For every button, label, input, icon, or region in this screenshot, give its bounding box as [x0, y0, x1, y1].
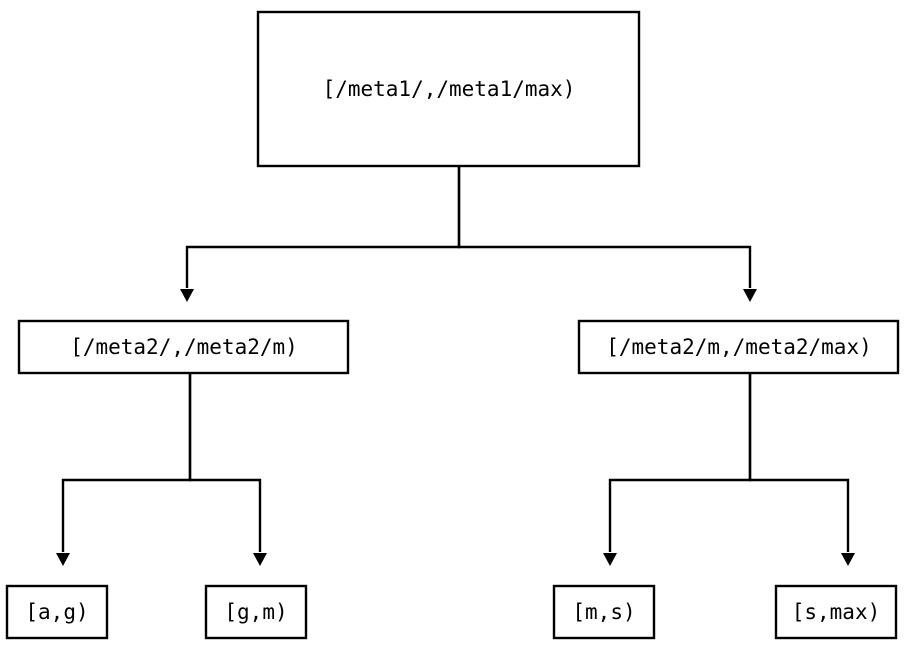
edge-root-to-mid-left	[185, 166, 461, 288]
node-mid-left-box[interactable]	[17, 319, 350, 375]
node-mid-right[interactable]: [/meta2/m,/meta2/max)	[577, 319, 900, 375]
edge-mid-left-to-leaf-g-m	[188, 373, 262, 552]
node-leaf-a-g[interactable]: [a,g)	[5, 584, 109, 640]
node-mid-right-box[interactable]	[577, 319, 900, 375]
node-leaf-m-s-label: [m,s)	[572, 600, 635, 624]
arrowhead-mid-left-to-leaf-g-m	[253, 553, 267, 566]
arrowhead-mid-left-to-leaf-a-g	[56, 553, 70, 566]
arrowhead-mid-right-to-leaf-s-max	[841, 553, 855, 566]
node-leaf-a-g-label: [a,g)	[25, 600, 88, 624]
node-leaf-g-m-label: [g,m)	[224, 600, 287, 624]
node-mid-left-label: [/meta2/,/meta2/m)	[70, 335, 298, 359]
arrowhead-root-to-mid-left	[180, 289, 194, 302]
edge-group	[56, 166, 855, 566]
node-leaf-a-g-box[interactable]	[5, 584, 109, 640]
node-leaf-g-m[interactable]: [g,m)	[204, 584, 308, 640]
edge-mid-right-to-leaf-m-s	[608, 373, 752, 552]
edge-root-to-mid-right	[457, 166, 752, 288]
node-leaf-s-max-label: [s,max)	[792, 600, 881, 624]
edge-mid-right-to-leaf-s-max	[748, 373, 850, 552]
arrowhead-mid-right-to-leaf-m-s	[603, 553, 617, 566]
node-leaf-s-max-box[interactable]	[774, 584, 898, 640]
node-root[interactable]: [/meta1/,/meta1/max)	[256, 10, 641, 168]
arrowhead-root-to-mid-right	[743, 289, 757, 302]
edge-mid-left-to-leaf-a-g	[61, 373, 192, 552]
node-mid-left[interactable]: [/meta2/,/meta2/m)	[17, 319, 350, 375]
node-root-box[interactable]	[256, 10, 641, 168]
node-mid-right-label: [/meta2/m,/meta2/max)	[606, 335, 872, 359]
node-leaf-g-m-box[interactable]	[204, 584, 308, 640]
node-leaf-m-s[interactable]: [m,s)	[552, 584, 656, 640]
node-leaf-s-max[interactable]: [s,max)	[774, 584, 898, 640]
node-root-label: [/meta1/,/meta1/max)	[323, 77, 576, 101]
node-leaf-m-s-box[interactable]	[552, 584, 656, 640]
